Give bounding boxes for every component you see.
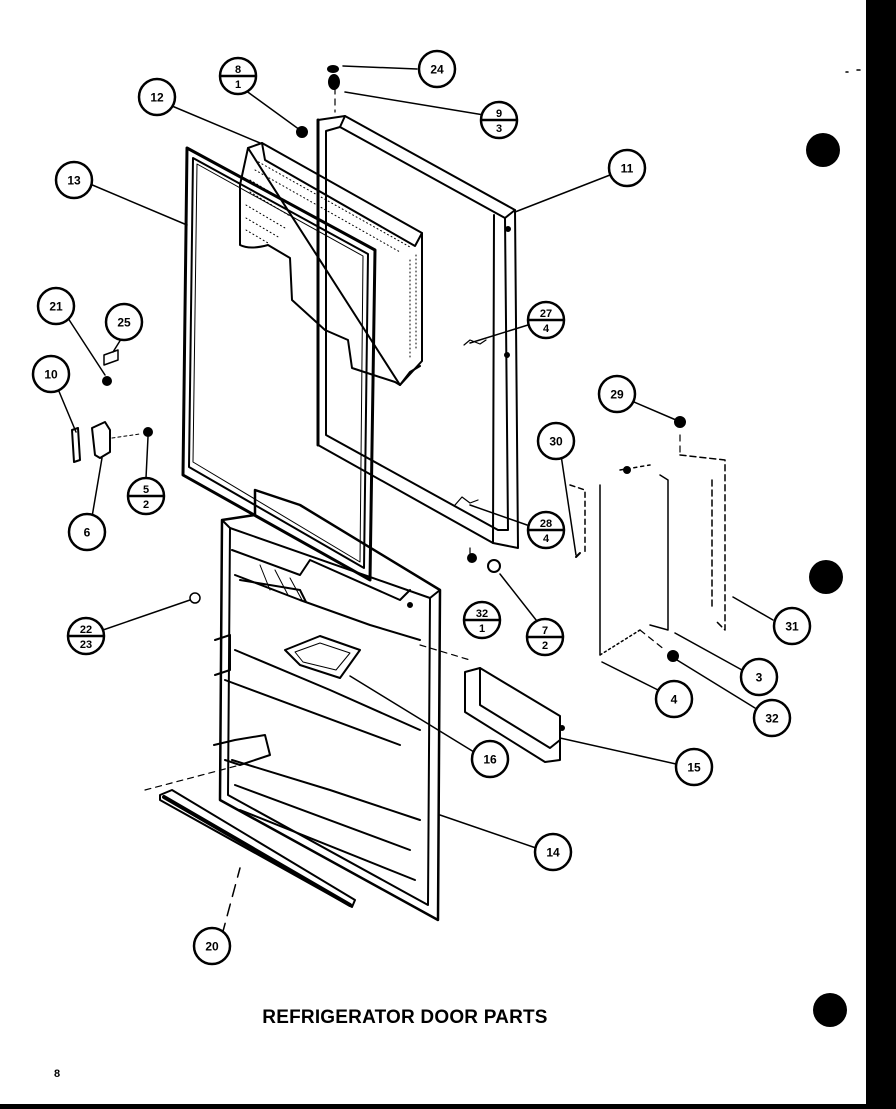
callout-label: 24 bbox=[430, 63, 444, 77]
callout-circle bbox=[54, 160, 94, 200]
diagram-title: REFRIGERATOR DOOR PARTS bbox=[262, 1007, 548, 1028]
callout-top-label: 7 bbox=[542, 625, 548, 637]
callout-15: 15 bbox=[674, 747, 714, 787]
callout-6: 6 bbox=[67, 512, 107, 552]
callout-circle bbox=[536, 421, 576, 461]
callout-16: 16 bbox=[470, 739, 510, 779]
callout-10: 10 bbox=[31, 354, 71, 394]
callout-bottom-label: 1 bbox=[479, 623, 485, 635]
callout-top-label: 5 bbox=[143, 484, 149, 496]
callout-bottom-label: 23 bbox=[80, 639, 92, 651]
door-gasket bbox=[181, 146, 377, 582]
callout-label: 29 bbox=[610, 388, 624, 402]
callout-bottom-label: 1 bbox=[235, 79, 241, 91]
callout-label: 20 bbox=[205, 940, 219, 954]
callout-20: 20 bbox=[192, 926, 232, 966]
callout-circle bbox=[137, 77, 177, 117]
callout-label: 14 bbox=[546, 846, 560, 860]
door-outer-frame bbox=[316, 115, 519, 549]
callout-label: 16 bbox=[483, 753, 497, 767]
callout-bottom-label: 4 bbox=[543, 533, 550, 545]
callout-25: 25 bbox=[104, 302, 144, 342]
callout-4: 4 bbox=[654, 679, 694, 719]
callout-circle bbox=[192, 926, 232, 966]
callout-label: 30 bbox=[549, 435, 563, 449]
fasteners bbox=[189, 65, 686, 662]
callout-3: 3 bbox=[739, 657, 779, 697]
callout-32-1: 321 bbox=[462, 600, 502, 640]
callout-top-label: 8 bbox=[235, 64, 241, 76]
callout-circle bbox=[417, 49, 457, 89]
callout-30: 30 bbox=[536, 421, 576, 461]
callout-31: 31 bbox=[772, 606, 812, 646]
callout-label: 13 bbox=[67, 174, 81, 188]
callout-top-label: 9 bbox=[496, 108, 502, 120]
callout-13: 13 bbox=[54, 160, 94, 200]
paper bbox=[0, 0, 866, 1104]
leader-lines bbox=[57, 65, 774, 936]
binder-hole bbox=[806, 133, 840, 167]
callout-circle bbox=[654, 679, 694, 719]
callout-circle bbox=[752, 698, 792, 738]
door-shelf-bar bbox=[464, 667, 565, 763]
binder-hole bbox=[813, 993, 847, 1027]
callout-label: 15 bbox=[687, 761, 701, 775]
door-side-panels bbox=[569, 454, 726, 656]
callout-circle bbox=[674, 747, 714, 787]
callout-label: 6 bbox=[84, 526, 91, 540]
callout-circle bbox=[67, 512, 107, 552]
callout-label: 10 bbox=[44, 368, 58, 382]
callout-top-label: 28 bbox=[540, 518, 552, 530]
callout-top-label: 27 bbox=[540, 308, 552, 320]
callout-circle bbox=[31, 354, 71, 394]
callout-label: 21 bbox=[49, 300, 63, 314]
callout-top-label: 32 bbox=[476, 608, 488, 620]
callout-28-4: 284 bbox=[526, 510, 566, 550]
callout-label: 25 bbox=[117, 316, 131, 330]
callout-group: 2481129311132125274102930526284312223321… bbox=[31, 49, 812, 966]
callout-12: 12 bbox=[137, 77, 177, 117]
callout-32: 32 bbox=[752, 698, 792, 738]
callout-27-4: 274 bbox=[526, 300, 566, 340]
alignment-lines bbox=[144, 87, 681, 791]
callout-7-2: 72 bbox=[525, 617, 565, 657]
callout-8-1: 81 bbox=[218, 56, 258, 96]
callout-9-3: 93 bbox=[479, 100, 519, 140]
callout-label: 31 bbox=[785, 620, 799, 634]
callout-5-2: 52 bbox=[126, 476, 166, 516]
callout-label: 4 bbox=[671, 693, 678, 707]
stray-marks bbox=[454, 69, 861, 506]
callout-label: 3 bbox=[756, 671, 763, 685]
callout-label: 12 bbox=[150, 91, 164, 105]
callout-bottom-label: 2 bbox=[542, 640, 548, 652]
binder-hole bbox=[809, 560, 843, 594]
callout-11: 11 bbox=[607, 148, 647, 188]
callout-bottom-label: 4 bbox=[543, 323, 550, 335]
callout-14: 14 bbox=[533, 832, 573, 872]
door-inner-liner bbox=[213, 488, 442, 922]
callout-circle bbox=[607, 148, 647, 188]
callout-circle bbox=[470, 739, 510, 779]
callout-bottom-label: 3 bbox=[496, 123, 502, 135]
callout-top-label: 22 bbox=[80, 624, 92, 636]
callout-circle bbox=[533, 832, 573, 872]
bottom-trim-strip bbox=[159, 789, 356, 908]
callout-bottom-label: 2 bbox=[143, 499, 149, 511]
callout-circle bbox=[739, 657, 779, 697]
callout-label: 11 bbox=[621, 162, 634, 176]
callout-circle bbox=[597, 374, 637, 414]
callout-24: 24 bbox=[417, 49, 457, 89]
callout-circle bbox=[36, 286, 76, 326]
callout-circle bbox=[104, 302, 144, 342]
callout-label: 32 bbox=[765, 712, 779, 726]
callout-29: 29 bbox=[597, 374, 637, 414]
callout-21: 21 bbox=[36, 286, 76, 326]
callout-circle bbox=[772, 606, 812, 646]
page-number: 8 bbox=[54, 1068, 61, 1080]
